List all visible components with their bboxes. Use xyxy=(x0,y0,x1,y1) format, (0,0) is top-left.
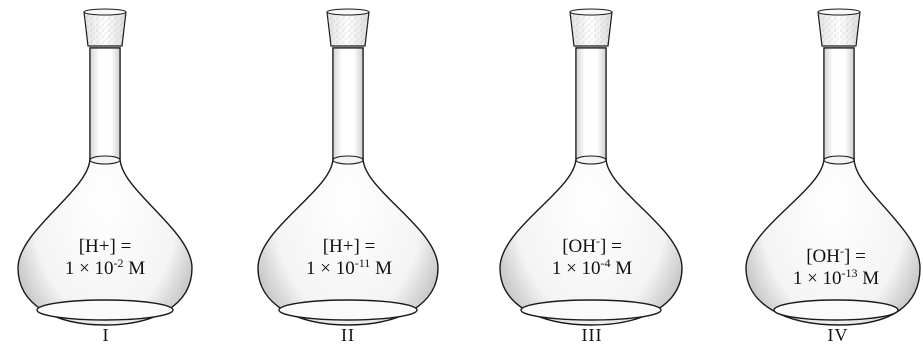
flask-2 xyxy=(257,8,439,326)
flask-3-species-sup: - xyxy=(595,234,600,248)
flask-3 xyxy=(499,8,683,326)
flask-3-coef: 1 × 10 xyxy=(551,258,601,279)
flask-2-neck xyxy=(332,47,364,161)
flask-2-meniscus xyxy=(332,155,364,165)
flask-1-equals: = xyxy=(120,236,132,257)
flask-1-species: [H+] xyxy=(78,236,116,257)
flask-1-meniscus xyxy=(89,155,121,165)
flask-3-species-line: [OH-] = xyxy=(552,234,632,258)
flask-4-equals: = xyxy=(855,246,866,267)
flask-1-label: [H+] = 1 × 10-2 M xyxy=(65,236,145,280)
flask-4-unit: M xyxy=(862,268,880,289)
flask-1-unit: M xyxy=(128,258,146,279)
flask-3-exponent: -4 xyxy=(600,256,611,270)
flask-2-label: [H+] = 1 × 10-11 M xyxy=(306,236,392,280)
flask-4-exponent: -13 xyxy=(841,266,858,280)
flask-4-base-ring xyxy=(773,299,899,321)
flask-1-coef: 1 × 10 xyxy=(64,258,114,279)
flask-4-species-end: ] xyxy=(843,246,851,267)
flask-4-coef: 1 × 10 xyxy=(792,268,842,289)
flask-4-species-line: [OH-] = xyxy=(793,244,879,268)
flask-3-concentration: 1 × 10-4 M xyxy=(551,256,633,280)
flask-1-neck xyxy=(89,47,121,161)
flask-3-unit: M xyxy=(615,258,633,279)
flask-1-numeral: I xyxy=(102,325,110,345)
flask-4-species: [OH xyxy=(806,246,840,267)
flask-2-equals: = xyxy=(364,236,376,257)
flask-1-concentration: 1 × 10-2 M xyxy=(64,256,146,280)
flask-2-species: [H+] xyxy=(322,236,360,257)
flask-1-body xyxy=(17,47,193,326)
flask-3-label: [OH-] = 1 × 10-4 M xyxy=(551,234,633,280)
flask-1-species-line: [H+] = xyxy=(65,236,145,258)
flask-2-species-line: [H+] = xyxy=(306,236,392,258)
flask-3-species: [OH xyxy=(562,236,596,257)
flask-4-neck xyxy=(823,47,855,161)
flask-1-base-ring xyxy=(36,299,174,321)
flask-2-concentration: 1 × 10-11 M xyxy=(306,256,392,280)
flask-2-coef: 1 × 10 xyxy=(306,258,355,279)
flask-4-numeral: IV xyxy=(827,325,849,345)
flask-2-body xyxy=(257,47,439,326)
flask-4-body xyxy=(745,47,921,326)
flask-1-exponent: -2 xyxy=(113,256,124,270)
flask-2-exponent: -11 xyxy=(354,256,371,270)
flask-3-neck xyxy=(575,47,607,161)
flask-3-species-end: ] xyxy=(599,236,607,257)
flask-3-numeral: III xyxy=(581,325,603,345)
flask-4-label: [OH-] = 1 × 10-13 M xyxy=(792,244,880,290)
flask-2-base-ring xyxy=(278,299,418,321)
flask-3-base-ring xyxy=(520,299,662,321)
flask-4-meniscus xyxy=(823,155,855,165)
flask-4-concentration: 1 × 10-13 M xyxy=(792,266,880,290)
flask-3-meniscus xyxy=(575,155,607,165)
flask-2-numeral: II xyxy=(341,325,355,345)
flask-2-unit: M xyxy=(375,258,392,279)
flask-4 xyxy=(745,8,921,326)
flask-3-body xyxy=(499,47,683,326)
flask-1 xyxy=(17,8,193,326)
flask-4-species-sup: - xyxy=(839,244,844,258)
flask-3-equals: = xyxy=(611,236,622,257)
